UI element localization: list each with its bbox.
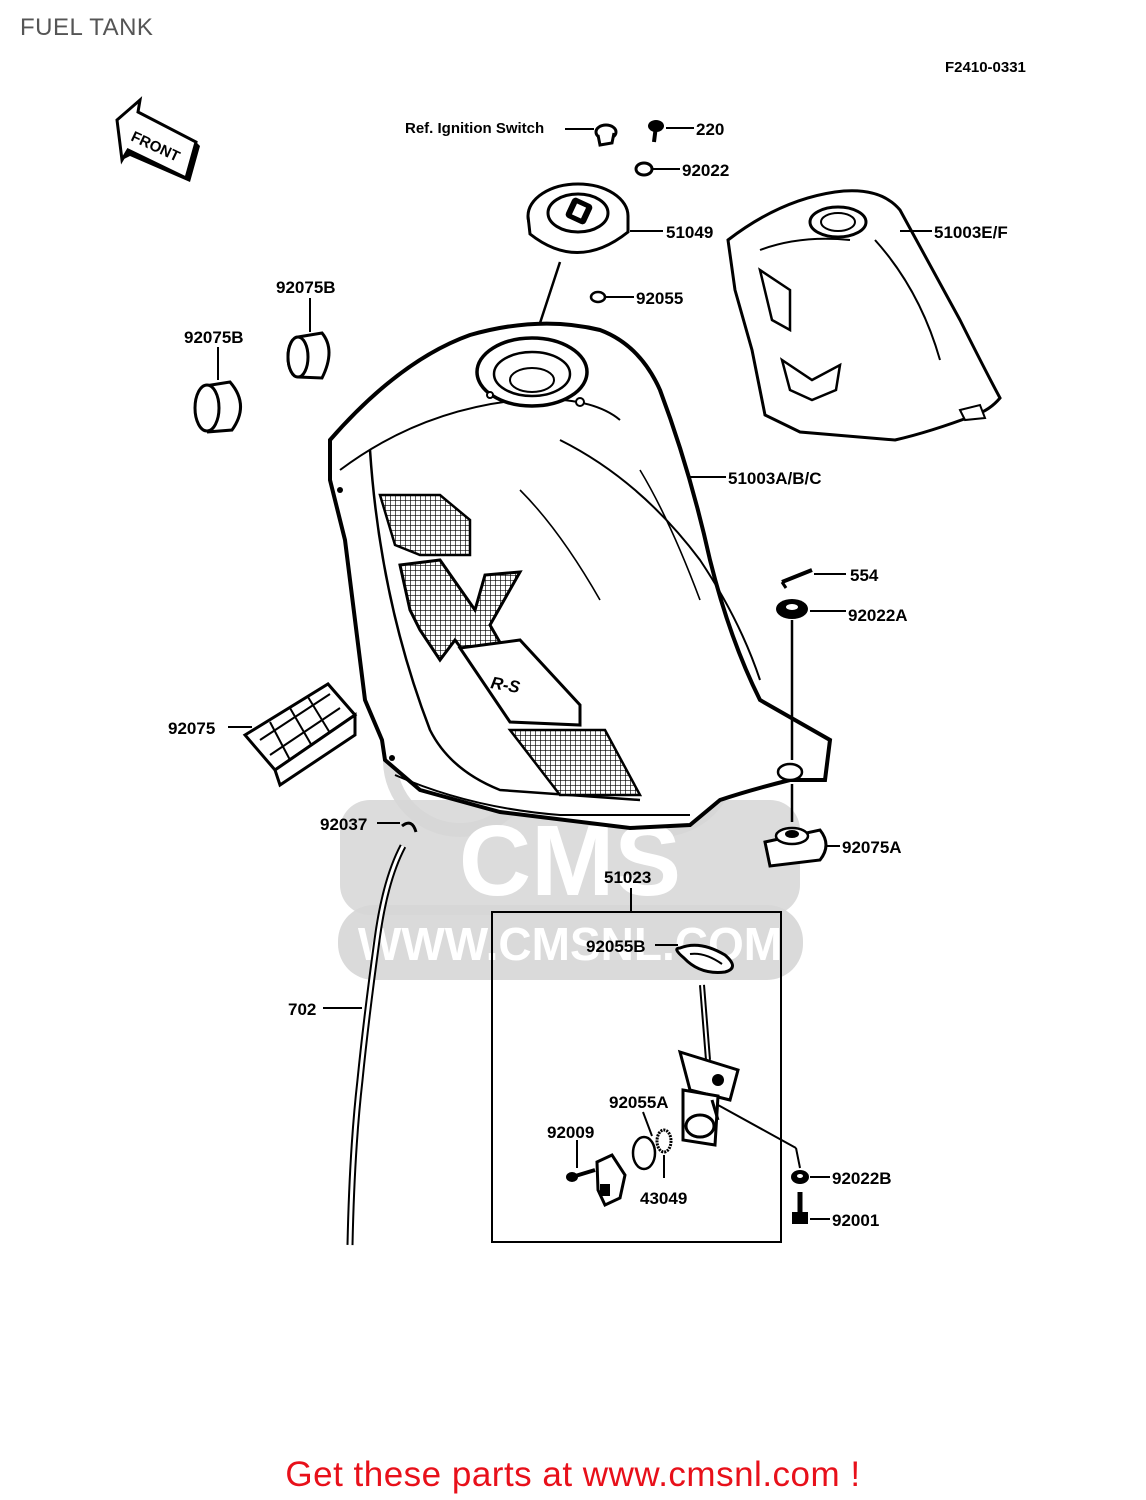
callout-51023: 51023 [604, 868, 651, 887]
bumper-92075b-top-icon [286, 331, 331, 380]
lever-plate-icon [595, 1153, 627, 1207]
callout-554: 554 [850, 566, 879, 585]
bumper-92075b-left-icon [193, 380, 242, 434]
collar-92022a-icon [776, 599, 808, 619]
callout-92055b: 92055B [586, 937, 646, 956]
fuel-cap-51049-icon [526, 182, 630, 254]
callout-92075a: 92075A [842, 838, 902, 857]
fuel-tank-51003abc-icon: R-S [328, 321, 833, 831]
tank-cover-51003ef-icon [726, 189, 1002, 442]
tank-badge-label: R-S [489, 673, 522, 697]
callout-43049: 43049 [640, 1189, 687, 1208]
fuel-cock-assembly-box [491, 911, 782, 1243]
callout-92022a: 92022A [848, 606, 908, 625]
page-title: FUEL TANK [20, 14, 154, 41]
clamp-92037-icon [401, 821, 418, 833]
callout-220: 220 [696, 120, 724, 139]
callout-ignition-switch: Ref. Ignition Switch [405, 120, 544, 137]
callout-92022: 92022 [682, 161, 729, 180]
callout-51003ef: 51003E/F [934, 223, 1008, 242]
callout-92075b-top: 92075B [276, 278, 336, 297]
oring-92055a-icon [631, 1135, 657, 1171]
callout-92055: 92055 [636, 289, 683, 308]
callout-92075: 92075 [168, 719, 215, 738]
bolt-92001-icon [792, 1192, 808, 1224]
rubber-92075-icon [242, 682, 358, 788]
screw-92009-icon [566, 1168, 596, 1182]
front-arrow-icon: FRONT [115, 96, 200, 182]
callout-92001: 92001 [832, 1211, 879, 1230]
callout-92055a: 92055A [609, 1093, 669, 1112]
fuel-cock-icon [677, 984, 740, 1147]
callout-92022b: 92022B [832, 1169, 892, 1188]
washer-92022-icon [634, 161, 654, 177]
gasket-43049-icon [655, 1128, 673, 1154]
oring-92055-icon [589, 290, 607, 304]
callout-702: 702 [288, 1000, 316, 1019]
drawing-code: F2410-0331 [945, 59, 1026, 76]
callout-92009: 92009 [547, 1123, 594, 1142]
damper-92075a-icon [763, 826, 828, 868]
gasket-92055b-icon [675, 943, 734, 974]
callout-51049: 51049 [666, 223, 713, 242]
screw-220-icon [648, 120, 664, 143]
ignition-switch-ref-icon [594, 123, 618, 147]
footer-link[interactable]: Get these parts at www.cmsnl.com ! [285, 1455, 861, 1494]
clip-554-icon [780, 568, 813, 589]
callout-92037: 92037 [320, 815, 367, 834]
callout-51003abc: 51003A/B/C [728, 469, 822, 488]
callout-92075b-left: 92075B [184, 328, 244, 347]
